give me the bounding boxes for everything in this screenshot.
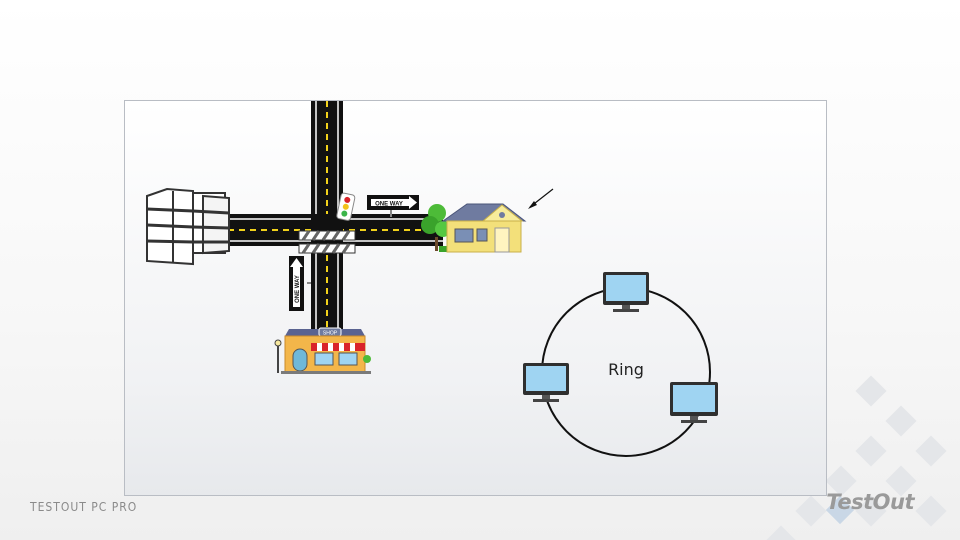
background-diamond-pattern <box>765 375 947 540</box>
pointer-arrow-icon <box>528 188 554 209</box>
network-analogy-diagram: ONE WAY ONE WAY <box>146 101 718 457</box>
svg-text:ONE WAY: ONE WAY <box>295 275 301 303</box>
road-network <box>228 101 443 363</box>
traffic-light-icon <box>336 192 356 221</box>
ring-topology: Ring <box>523 272 718 457</box>
road-barricade <box>298 230 356 254</box>
oneway-sign-vertical: ONE WAY <box>289 256 311 311</box>
testout-logo: TestOut <box>826 490 914 514</box>
office-building-icon <box>146 187 230 266</box>
footer-course-name: TESTOUT PC PRO <box>30 500 138 514</box>
shop-icon: SHOP <box>274 327 371 374</box>
oneway-sign-horizontal: ONE WAY <box>367 195 419 217</box>
computer-top-icon <box>603 272 649 312</box>
computer-right-icon <box>670 382 718 423</box>
svg-text:ONE WAY: ONE WAY <box>375 202 403 208</box>
diagram-frame: ONE WAY ONE WAY <box>124 100 827 496</box>
house-icon <box>421 203 527 253</box>
ring-label: Ring <box>608 360 644 379</box>
computer-left-icon <box>523 363 569 402</box>
svg-text:SHOP: SHOP <box>323 331 338 337</box>
